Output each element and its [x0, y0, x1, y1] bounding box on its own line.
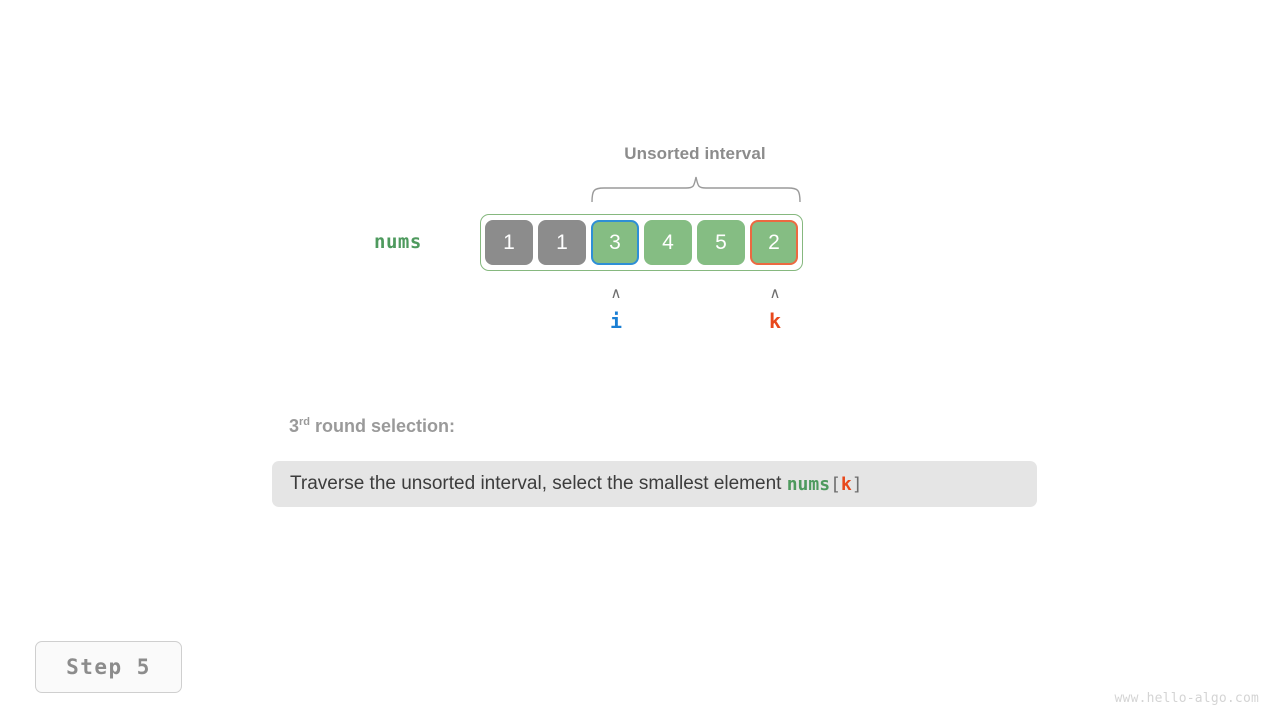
code-k-token: k: [840, 473, 852, 495]
array-cell-pointer-k[interactable]: 2: [750, 220, 798, 265]
array-container: 1 1 3 4 5 2: [480, 214, 803, 271]
watermark: www.hello-algo.com: [1114, 691, 1259, 706]
code-nums-token: nums: [786, 473, 831, 495]
caret-up-icon: ∧: [610, 284, 622, 302]
round-selection-heading: 3rd round selection:: [289, 416, 455, 437]
description-bar: Traverse the unsorted interval, select t…: [272, 461, 1037, 507]
array-cell-value: 1: [503, 230, 515, 254]
array-cell[interactable]: 1: [485, 220, 533, 265]
round-heading-text: round selection:: [310, 416, 456, 436]
round-ordinal-suffix: rd: [299, 416, 311, 428]
code-bracket-close: ]: [851, 473, 863, 495]
curly-brace-up-icon: [590, 176, 802, 203]
array-cell-value: 4: [662, 230, 674, 254]
step-badge: Step 5: [35, 641, 182, 693]
array-cell[interactable]: 4: [644, 220, 692, 265]
array-name-label: nums: [374, 231, 422, 253]
pointer-k-label: k: [768, 309, 782, 333]
round-number: 3: [289, 416, 300, 436]
caret-up-icon: ∧: [769, 284, 781, 302]
array-cell[interactable]: 1: [538, 220, 586, 265]
array-cell-pointer-i[interactable]: 3: [591, 220, 639, 265]
description-text: Traverse the unsorted interval, select t…: [290, 473, 787, 494]
array-cell-value: 5: [715, 230, 727, 254]
pointer-k: ∧ k: [745, 284, 805, 334]
array-cell-value: 2: [768, 230, 780, 254]
unsorted-interval-label: Unsorted interval: [624, 144, 766, 163]
code-bracket-open: [: [830, 473, 841, 495]
array-cell-value: 3: [609, 230, 621, 254]
array-cell[interactable]: 5: [697, 220, 745, 265]
pointer-i: ∧ i: [586, 284, 646, 334]
array-cell-value: 1: [556, 230, 568, 254]
pointer-i-label: i: [609, 309, 623, 333]
